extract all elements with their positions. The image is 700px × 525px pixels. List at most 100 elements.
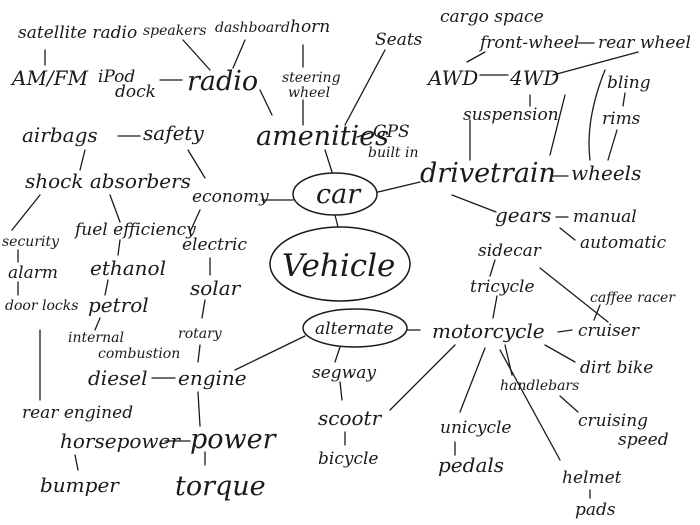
line-sidecar-tricycle (489, 259, 496, 277)
line-motorcycle-scooter (389, 344, 456, 411)
line-bling-wheels (588, 69, 606, 161)
node-electric: electric (182, 235, 247, 255)
node-petrol: petrol (88, 293, 149, 317)
node-seats: Seats (375, 30, 423, 50)
node-cargo-space: cargo space (440, 7, 544, 27)
node-horn: horn (290, 17, 330, 37)
line-alternate-segway (334, 346, 341, 363)
line-rims-wheels (607, 129, 618, 161)
node-unicycle: unicycle (440, 418, 511, 438)
line-drivetrain-gears (451, 194, 497, 213)
line-awd-drivetrain (549, 94, 566, 156)
node-pads: pads (575, 500, 616, 520)
line-drivetrain-car (377, 181, 421, 193)
node-words: satellite radio speakers dashboard horn … (2, 7, 691, 520)
node-fuel-efficiency: fuel efficiency (73, 220, 196, 240)
node-am-fm: AM/FM (10, 66, 89, 90)
node-bicycle: bicycle (318, 449, 378, 469)
node-radio: radio (187, 66, 258, 97)
node-bumper: bumper (40, 473, 120, 497)
node-segway: segway (312, 363, 376, 383)
node-motorcycle: motorcycle (432, 319, 545, 343)
node-speakers: speakers (143, 23, 206, 39)
line-motorcycle-tricycle (492, 295, 498, 319)
node-pedals: pedals (438, 453, 504, 477)
line-shock-fuel (109, 194, 121, 223)
node-automatic: automatic (580, 233, 667, 253)
line-shock-security (11, 194, 41, 231)
node-power: power (190, 424, 278, 455)
node-builtin: built in (368, 145, 419, 161)
node-sidecar: sidecar (478, 241, 542, 261)
node-rear-wheel: rear wheel (598, 33, 691, 53)
line-bling-rims (622, 92, 626, 107)
node-suspension: suspension (463, 105, 559, 125)
line-rotary-engine (197, 344, 201, 363)
node-tricycle: tricycle (470, 277, 535, 297)
alternate-oval (302, 308, 408, 348)
node-dock: dock (115, 82, 156, 102)
line-motorcycle-helmet (499, 349, 561, 461)
node-steering-wheel-2: wheel (288, 85, 330, 101)
line-horsepower-bumper (74, 454, 79, 471)
node-cruiser: cruiser (578, 321, 640, 341)
line-cafe-cruiser (593, 304, 601, 321)
node-dashboard: dashboard (215, 20, 290, 36)
node-awd: AWD (426, 66, 478, 90)
line-handlebars-cruising (559, 395, 579, 413)
node-satellite-radio: satellite radio (18, 23, 137, 43)
line-engine-power (197, 391, 201, 427)
node-gears: gears (495, 203, 551, 227)
connector-lines (11, 39, 639, 499)
node-wheels: wheels (571, 161, 641, 185)
line-motorcycle-dirtbike (544, 344, 576, 363)
line-car-vehicle (334, 214, 339, 228)
node-scooter: scootr (318, 406, 383, 430)
line-speakers-radio (182, 39, 211, 71)
node-cruising-speed-1: cruising (578, 411, 648, 431)
node-security: security (2, 234, 60, 250)
line-radio-amenities (259, 89, 273, 116)
node-safety: safety (143, 121, 204, 145)
line-amenities-gps (356, 132, 371, 138)
node-internal-combustion-1: internal (68, 330, 124, 346)
node-cruising-speed-2: speed (618, 430, 669, 450)
line-safety-economy (187, 149, 206, 179)
line-fuel-ethanol (117, 239, 121, 256)
node-alternate: alternate (315, 319, 394, 339)
line-petrol-internal (94, 317, 101, 331)
vehicle-oval (269, 226, 411, 302)
node-horsepower: horsepower (60, 429, 181, 453)
node-rear-engined: rear engined (22, 403, 133, 423)
line-segway-scooter (339, 381, 343, 401)
node-amenities: amenities (256, 121, 389, 152)
line-ethanol-petrol (104, 279, 109, 296)
node-torque: torque (175, 471, 266, 502)
node-solar: solar (190, 276, 242, 300)
node-diesel: diesel (88, 366, 148, 390)
line-motorcycle-cruiser (557, 329, 573, 333)
line-motorcycle-unicycle (459, 347, 486, 413)
line-engine-alternate (234, 335, 306, 371)
node-front-wheel: front-wheel (478, 33, 579, 53)
node-gps: GPS (373, 122, 410, 142)
node-internal-combustion-2: combustion (98, 346, 180, 362)
node-rims: rims (602, 109, 641, 129)
node-manual: manual (573, 207, 637, 227)
node-rotary: rotary (178, 326, 223, 342)
node-vehicle: Vehicle (282, 248, 395, 284)
node-helmet: helmet (562, 468, 622, 488)
node-economy: economy (192, 187, 269, 207)
node-4wd: 4WD (509, 66, 559, 90)
node-ethanol: ethanol (90, 256, 166, 280)
node-car: car (316, 179, 362, 210)
node-cafe-racer: caffee racer (590, 290, 676, 306)
node-airbags: airbags (22, 123, 98, 147)
line-airbags-shock (79, 149, 86, 171)
node-drivetrain: drivetrain (420, 158, 556, 189)
node-dirt-bike: dirt bike (580, 358, 653, 378)
node-engine: engine (178, 366, 247, 390)
node-bling: bling (607, 73, 651, 93)
node-shock-absorbers: shock absorbers (25, 169, 191, 193)
